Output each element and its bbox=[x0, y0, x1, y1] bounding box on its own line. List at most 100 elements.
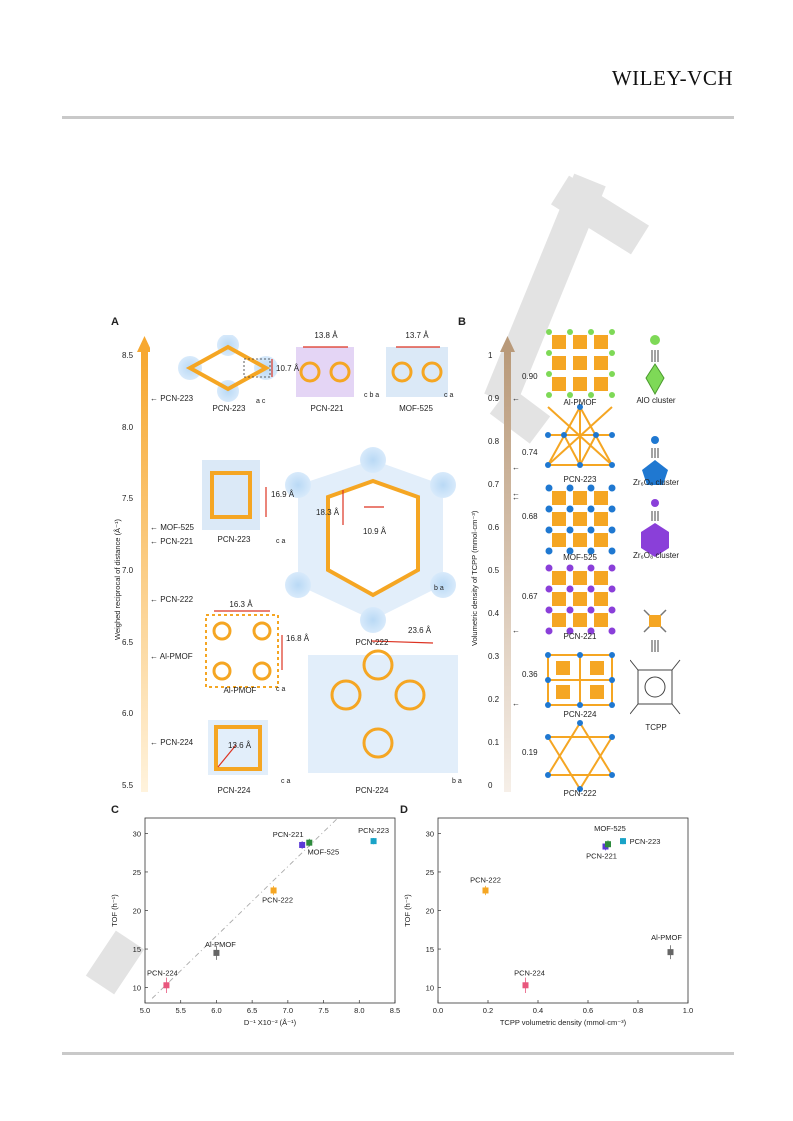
zr8-cluster-label: Zr₆O₈ cluster bbox=[632, 551, 680, 560]
pcn222-axes: b a bbox=[434, 585, 444, 592]
panel-b-tick: 0.7 bbox=[488, 480, 500, 489]
panel-a-tick: 6.5 bbox=[122, 637, 134, 647]
data-point bbox=[370, 838, 377, 845]
panel-a-marker: ← PCN-221 bbox=[150, 537, 194, 547]
panel-a-tick: 7.5 bbox=[122, 494, 134, 504]
panel-b-tick: 1 bbox=[488, 351, 493, 360]
pcn224-big-structure bbox=[308, 640, 458, 773]
pcn223-lattice bbox=[546, 404, 614, 468]
x-tick-label: 7.5 bbox=[318, 1006, 328, 1015]
point-label: Al-PMOF bbox=[651, 933, 682, 942]
pcn224-big-dim: 23.6 Å bbox=[408, 626, 432, 635]
panel-a-structures bbox=[178, 335, 458, 775]
panel-a-marker: ← PCN-222 bbox=[150, 594, 194, 604]
pcn224-small-axes: c a bbox=[281, 778, 291, 785]
pcn223-top-label: PCN-223 bbox=[212, 404, 246, 413]
panel-a-arrow bbox=[137, 336, 150, 792]
data-point bbox=[667, 949, 674, 956]
x-axis-label: D⁻¹ X10⁻² (Å⁻¹) bbox=[244, 1018, 297, 1027]
point-label: PCN-222 bbox=[470, 875, 501, 884]
panel-b-tick: 0.8 bbox=[488, 437, 500, 446]
x-tick-label: 6.5 bbox=[247, 1006, 257, 1015]
panel-b-marker-arrow: ← bbox=[512, 488, 520, 498]
x-tick-label: 6.0 bbox=[211, 1006, 221, 1015]
point-label: MOF-525 bbox=[594, 824, 626, 833]
pcn224-big-label: PCN-224 bbox=[355, 786, 389, 795]
panel-b-marker-arrow: ← bbox=[512, 492, 520, 502]
y-tick-label: 25 bbox=[133, 868, 141, 877]
panel-b-ylabel: Volumetric density of TCPP (mmol·cm⁻³) bbox=[470, 510, 479, 646]
pcn221-top-label: PCN-221 bbox=[310, 404, 344, 413]
x-tick-label: 8.5 bbox=[390, 1006, 400, 1015]
zr6-cluster-label: Zr₆O₈ cluster bbox=[632, 478, 680, 487]
x-tick-label: 0.4 bbox=[533, 1006, 543, 1015]
zr8-cluster-icon bbox=[641, 499, 669, 557]
x-tick-label: 0.2 bbox=[483, 1006, 493, 1015]
y-tick-label: 10 bbox=[426, 984, 434, 993]
panel-b-marker-arrow: ← bbox=[512, 699, 520, 709]
alpmof-axes: c a bbox=[276, 686, 286, 693]
panel-c-letter: C bbox=[111, 804, 119, 816]
pcn224-small-structure bbox=[208, 720, 268, 775]
plot-frame bbox=[144, 817, 396, 1004]
point-label: PCN-224 bbox=[514, 968, 545, 977]
panel-a-tick: 8.5 bbox=[122, 351, 134, 360]
alpmof-lattice-label: Al-PMOF bbox=[563, 398, 597, 407]
pcn222-dim2: 18.3 Å bbox=[316, 508, 340, 517]
y-tick-label: 15 bbox=[133, 945, 141, 954]
x-tick-label: 0.0 bbox=[433, 1006, 443, 1015]
footer-rule bbox=[62, 1052, 734, 1055]
pcn221-top-dim: 13.8 Å bbox=[314, 331, 338, 340]
mof525-top-label: MOF-525 bbox=[399, 404, 433, 413]
panel-b-clusters bbox=[630, 335, 681, 715]
panel-a-tick: 6.0 bbox=[122, 709, 134, 719]
y-tick-label: 20 bbox=[426, 907, 434, 916]
pcn224-small-dim: 13.6 Å bbox=[228, 741, 252, 750]
point-label: PCN-224 bbox=[147, 968, 178, 977]
pcn221-lattice bbox=[545, 564, 616, 635]
pcn222-label: PCN-222 bbox=[355, 638, 389, 647]
y-tick-label: 10 bbox=[133, 984, 141, 993]
data-point bbox=[620, 838, 626, 845]
x-axis-label: TCPP volumetric density (mmol·cm⁻³) bbox=[500, 1018, 627, 1027]
panel-b-tick: 0.3 bbox=[488, 652, 500, 661]
data-point bbox=[605, 841, 611, 848]
panel-b-tick: 0.5 bbox=[488, 566, 500, 575]
point-label: Al-PMOF bbox=[205, 940, 236, 949]
y-tick-label: 25 bbox=[426, 868, 434, 877]
data-point bbox=[522, 982, 529, 989]
pcn223-mid-dim: 16.9 Å bbox=[271, 490, 295, 499]
mof525-top-axes: c a bbox=[444, 392, 454, 399]
point-label: PCN-221 bbox=[273, 830, 304, 839]
pcn224-small-label: PCN-224 bbox=[217, 786, 251, 795]
tcpp-label: TCPP bbox=[645, 723, 667, 732]
panel-b-tick: 0.9 bbox=[488, 394, 500, 403]
mof525-lattice-label: MOF-525 bbox=[563, 553, 597, 562]
pcn223-mid-axes: c a bbox=[276, 538, 286, 545]
data-point bbox=[270, 887, 277, 894]
zr6-cluster-icon bbox=[642, 436, 668, 485]
pcn221-top-axes: c b a bbox=[364, 392, 380, 399]
point-label: MOF-525 bbox=[307, 848, 339, 857]
y-axis-label: TOF (h⁻¹) bbox=[403, 894, 412, 927]
mof525-lattice bbox=[545, 484, 616, 555]
mof525-top-dim: 13.7 Å bbox=[405, 331, 429, 340]
publisher-logo: WILEY-VCH bbox=[611, 66, 733, 90]
pcn222-lattice bbox=[546, 721, 614, 791]
panel-b-marker-arrow: ← bbox=[512, 626, 520, 636]
panel-b-tick: 0.6 bbox=[488, 523, 500, 532]
panel-a-letter: A bbox=[111, 316, 119, 328]
x-tick-label: 0.6 bbox=[583, 1006, 593, 1015]
alpmof-structure bbox=[205, 610, 283, 688]
pcn223-top-axes: a c bbox=[256, 398, 266, 405]
panel-b-marker-value: 0.68 bbox=[522, 512, 538, 521]
pcn223-lattice-label: PCN-223 bbox=[563, 475, 597, 484]
x-tick-label: 8.0 bbox=[354, 1006, 364, 1015]
pcn221-top-structure bbox=[296, 346, 354, 397]
pcn223-top-dim: 10.7 Å bbox=[276, 364, 300, 373]
y-tick-label: 30 bbox=[426, 829, 434, 838]
point-label: PCN-221 bbox=[586, 852, 617, 861]
pcn222-lattice-label: PCN-222 bbox=[563, 789, 597, 798]
alpmof-label: Al-PMOF bbox=[223, 686, 257, 695]
